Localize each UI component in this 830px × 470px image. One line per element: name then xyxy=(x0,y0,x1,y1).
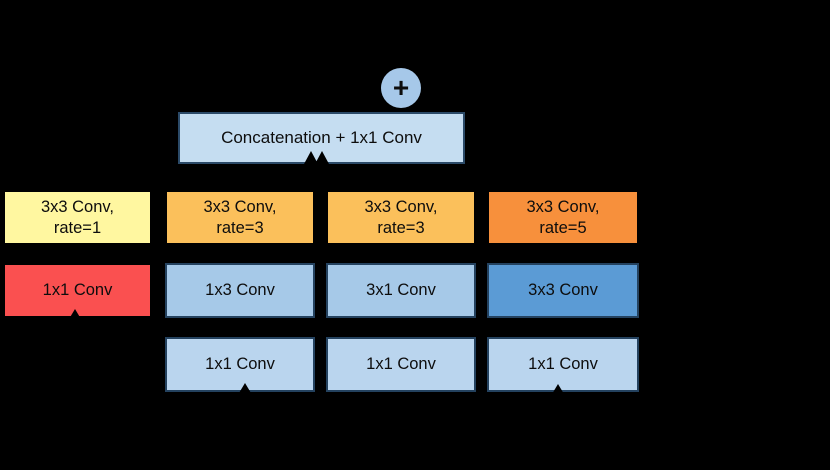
arrowhead-icon xyxy=(552,384,564,394)
mid-conv-label: 3x1 Conv xyxy=(366,281,436,299)
rate-conv-label-line1: 3x3 Conv, xyxy=(203,197,277,216)
rate-conv-label-line2: rate=5 xyxy=(539,218,587,237)
mid-conv-label: 1x3 Conv xyxy=(205,281,275,299)
mid-conv-box-4: 3x3 Conv xyxy=(487,263,639,318)
arrowhead-icon xyxy=(304,151,318,164)
bottom-conv-label: 1x1 Conv xyxy=(366,355,436,373)
mid-conv-label: 3x3 Conv xyxy=(528,281,598,299)
bottom-conv-label: 1x1 Conv xyxy=(528,355,598,373)
rate-conv-box-3: 3x3 Conv, rate=3 xyxy=(326,190,476,245)
mid-conv-label: 1x1 Conv xyxy=(42,281,113,299)
bottom-conv-box-1: 1x1 Conv xyxy=(165,337,315,392)
rate-conv-box-2: 3x3 Conv, rate=3 xyxy=(165,190,315,245)
rate-conv-box-4: 3x3 Conv, rate=5 xyxy=(487,190,639,245)
mid-conv-box-3: 3x1 Conv xyxy=(326,263,476,318)
arrowhead-icon xyxy=(239,383,251,393)
concatenation-label: Concatenation + 1x1 Conv xyxy=(221,128,422,147)
bottom-conv-label: 1x1 Conv xyxy=(205,355,275,373)
bottom-conv-box-2: 1x1 Conv xyxy=(326,337,476,392)
rate-conv-label-line1: 3x3 Conv, xyxy=(526,197,600,216)
rate-conv-box-1: 3x3 Conv, rate=1 xyxy=(3,190,152,245)
arrowhead-icon xyxy=(315,151,329,164)
rate-conv-label-line1: 3x3 Conv, xyxy=(364,197,438,216)
rate-conv-label-line2: rate=1 xyxy=(53,218,102,237)
rate-conv-label-line2: rate=3 xyxy=(377,218,425,237)
plus-icon: + xyxy=(392,72,410,103)
mid-conv-box-2: 1x3 Conv xyxy=(165,263,315,318)
rate-conv-label-line2: rate=3 xyxy=(216,218,264,237)
arrowhead-icon xyxy=(69,309,81,319)
rate-conv-label-line1: 3x3 Conv, xyxy=(40,197,115,216)
sum-node: + xyxy=(381,68,421,108)
